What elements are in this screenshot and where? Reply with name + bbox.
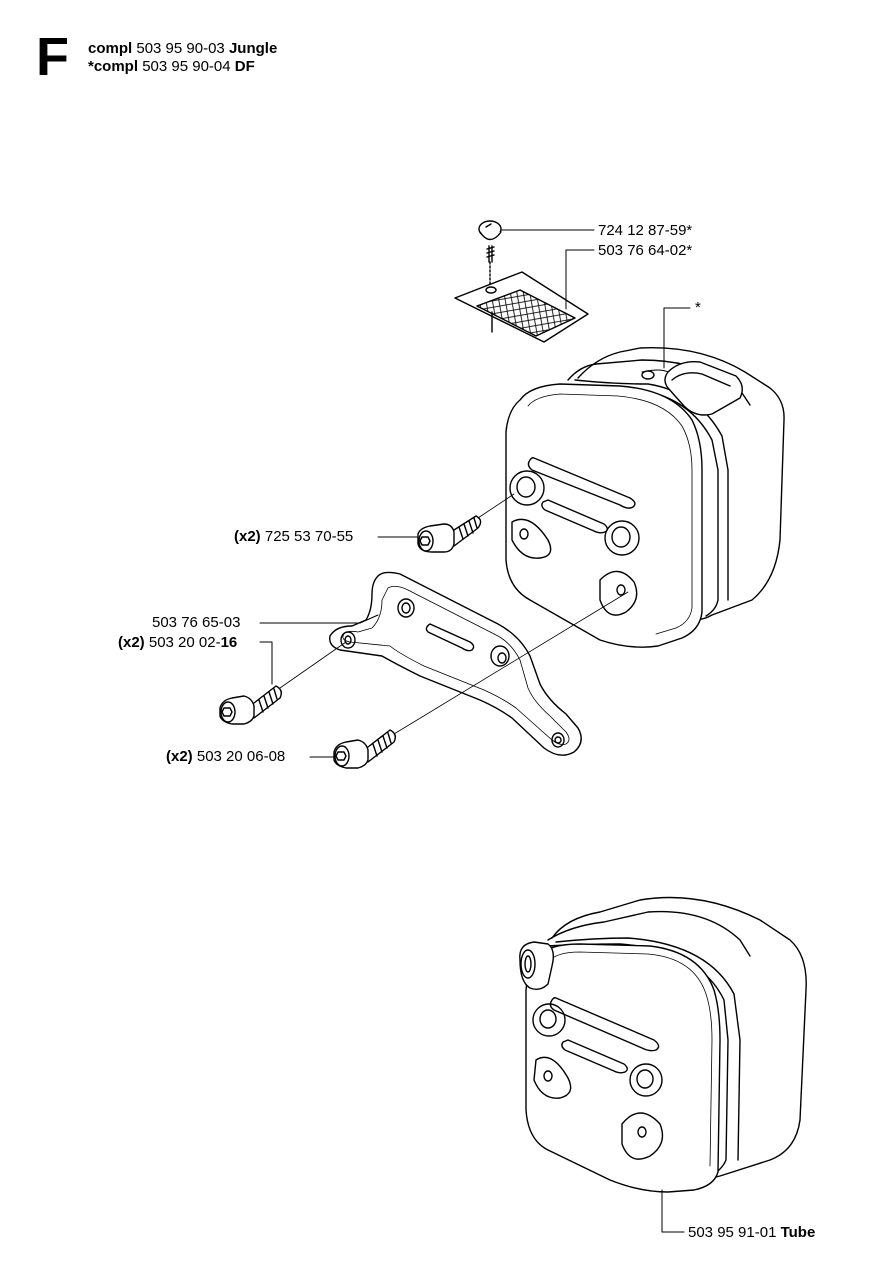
bolt-mid-number: 503 20 02- [148,634,221,651]
muffler-tube-icon [519,896,807,1193]
bolt-mid-number-bold: 16 [220,634,238,651]
header-line2-prefix: *compl [88,58,139,75]
label-bolt-mid: (x2) 503 20 02-16 [118,634,237,651]
label-muffler-tube: 503 95 91-01 Tube [688,1224,815,1241]
label-muffler-star: * [695,299,701,316]
section-letter: F [36,27,69,87]
muffler-tube-suffix: Tube [780,1224,816,1241]
label-screw-top: 724 12 87-59* [598,222,693,239]
bolt-mid-icon [219,641,347,725]
header-line1-number: 503 95 90-03 [136,40,225,57]
spark-screen-icon [454,271,589,343]
header-line1-prefix: compl [88,40,133,57]
label-bolt-lower: (x2) 503 20 06-08 [166,748,285,765]
bolt-upper-qty: (x2) [234,528,261,545]
bolt-lower-qty: (x2) [166,748,193,765]
header-line2-suffix: DF [234,58,255,75]
muffler-tube-number: 503 95 91-01 [688,1224,777,1241]
header-line2-number: 503 95 90-04 [142,58,231,75]
label-screen: 503 76 64-02* [598,242,693,259]
bolt-lower-icon [333,591,629,769]
bolt-mid-qty: (x2) [118,634,145,651]
label-bracket: 503 76 65-03 [152,614,241,631]
muffler-upper-icon [505,347,785,648]
header-line-jungle: compl 503 95 90-03 Jungle [88,40,277,58]
assembly-header: compl 503 95 90-03 Jungle *compl 503 95 … [88,40,277,76]
bolt-upper-icon [417,493,515,553]
bolt-upper-number: 725 53 70-55 [264,528,354,545]
bolt-lower-number: 503 20 06-08 [196,748,286,765]
label-bolt-upper: (x2) 725 53 70-55 [234,528,353,545]
header-line1-suffix: Jungle [228,40,278,57]
header-line-df: *compl 503 95 90-04 DF [88,58,277,76]
screw-top-icon [478,220,502,286]
